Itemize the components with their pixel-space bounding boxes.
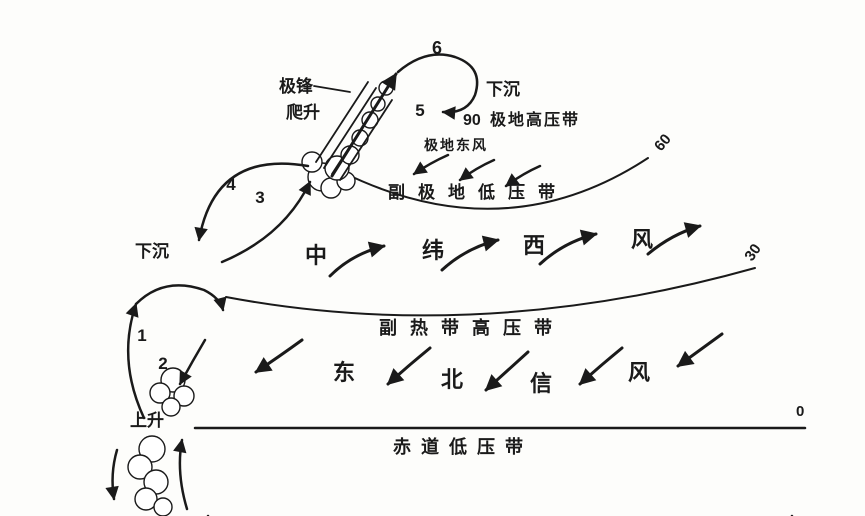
polar-front-ascent-arrow xyxy=(330,72,398,178)
westerly-wind-arrow xyxy=(440,235,500,272)
label-rise: 上升 xyxy=(130,411,164,430)
cell-number-6: 6 xyxy=(432,38,442,58)
trades-char-3: 风 xyxy=(628,360,650,385)
polar-easterly-arrow xyxy=(458,158,496,182)
polar-front-cloud xyxy=(301,80,394,199)
westerly-wind-arrow xyxy=(328,241,386,278)
label-subpolar-low: 副极地低压带 xyxy=(388,182,568,202)
equatorial-downdraft-arrow xyxy=(105,448,119,501)
label-climb: 爬升 xyxy=(286,102,320,122)
trade-wind-arrow xyxy=(676,332,724,368)
trade-cell-cloud xyxy=(149,367,195,417)
westerlies-char-3: 风 xyxy=(631,227,653,252)
label-polar-easterlies: 极地东风 xyxy=(424,137,488,153)
trades-char-2: 信 xyxy=(530,371,552,396)
polar-front-leader-line xyxy=(313,85,351,93)
trade-wind-arrow xyxy=(578,346,624,386)
label-subtropical-high: 副热带高压带 xyxy=(379,317,565,338)
label-sink-top: 下沉 xyxy=(486,79,520,99)
label-sink-left: 下沉 xyxy=(135,241,169,261)
hadley-cell-descent-arrow xyxy=(134,284,227,312)
latitude-60-arc xyxy=(341,157,649,210)
ferrel-cell-surface-arrow xyxy=(220,180,312,264)
westerly-wind-arrow xyxy=(538,229,598,266)
trade-wind-arrow xyxy=(254,338,304,374)
trade-wind-arrow xyxy=(386,346,432,386)
westerlies-char-1: 纬 xyxy=(422,238,444,263)
cell-number-4: 4 xyxy=(226,175,236,194)
polar-easterly-arrow xyxy=(412,153,450,176)
latitude-30-arc xyxy=(225,267,756,317)
latitude-label-60: 60 xyxy=(651,131,675,155)
latitude-label-0: 0 xyxy=(796,403,804,420)
equatorial-updraft-arrow xyxy=(173,438,189,511)
trade-wind-arrow xyxy=(484,350,530,392)
cell-number-2: 2 xyxy=(158,354,167,373)
latitude-label-90: 90 xyxy=(463,112,481,129)
westerly-wind-arrow xyxy=(646,222,702,256)
hadley-cell-return-arrow xyxy=(178,338,207,386)
cell-number-5: 5 xyxy=(415,101,424,120)
equatorial-cloud xyxy=(127,435,173,516)
polar-easterly-arrow xyxy=(504,164,542,188)
trades-char-0: 东 xyxy=(333,360,355,385)
ferrel-cell-upper-arrow xyxy=(194,162,310,242)
hadley-cell-ascent-arrow xyxy=(125,302,146,420)
cell-number-3: 3 xyxy=(255,188,264,207)
westerlies-char-0: 中 xyxy=(305,243,327,268)
latitude-label-30: 30 xyxy=(741,241,764,264)
cell-number-1: 1 xyxy=(137,326,146,345)
label-polar-front: 极锋 xyxy=(279,76,314,96)
label-equatorial-low: 赤道低压带 xyxy=(393,436,533,457)
westerlies-char-2: 西 xyxy=(523,233,545,258)
trades-char-1: 北 xyxy=(441,367,463,392)
polar-cell-descent-arrow xyxy=(396,53,479,120)
label-polar-high: 极地高压带 xyxy=(490,110,580,129)
